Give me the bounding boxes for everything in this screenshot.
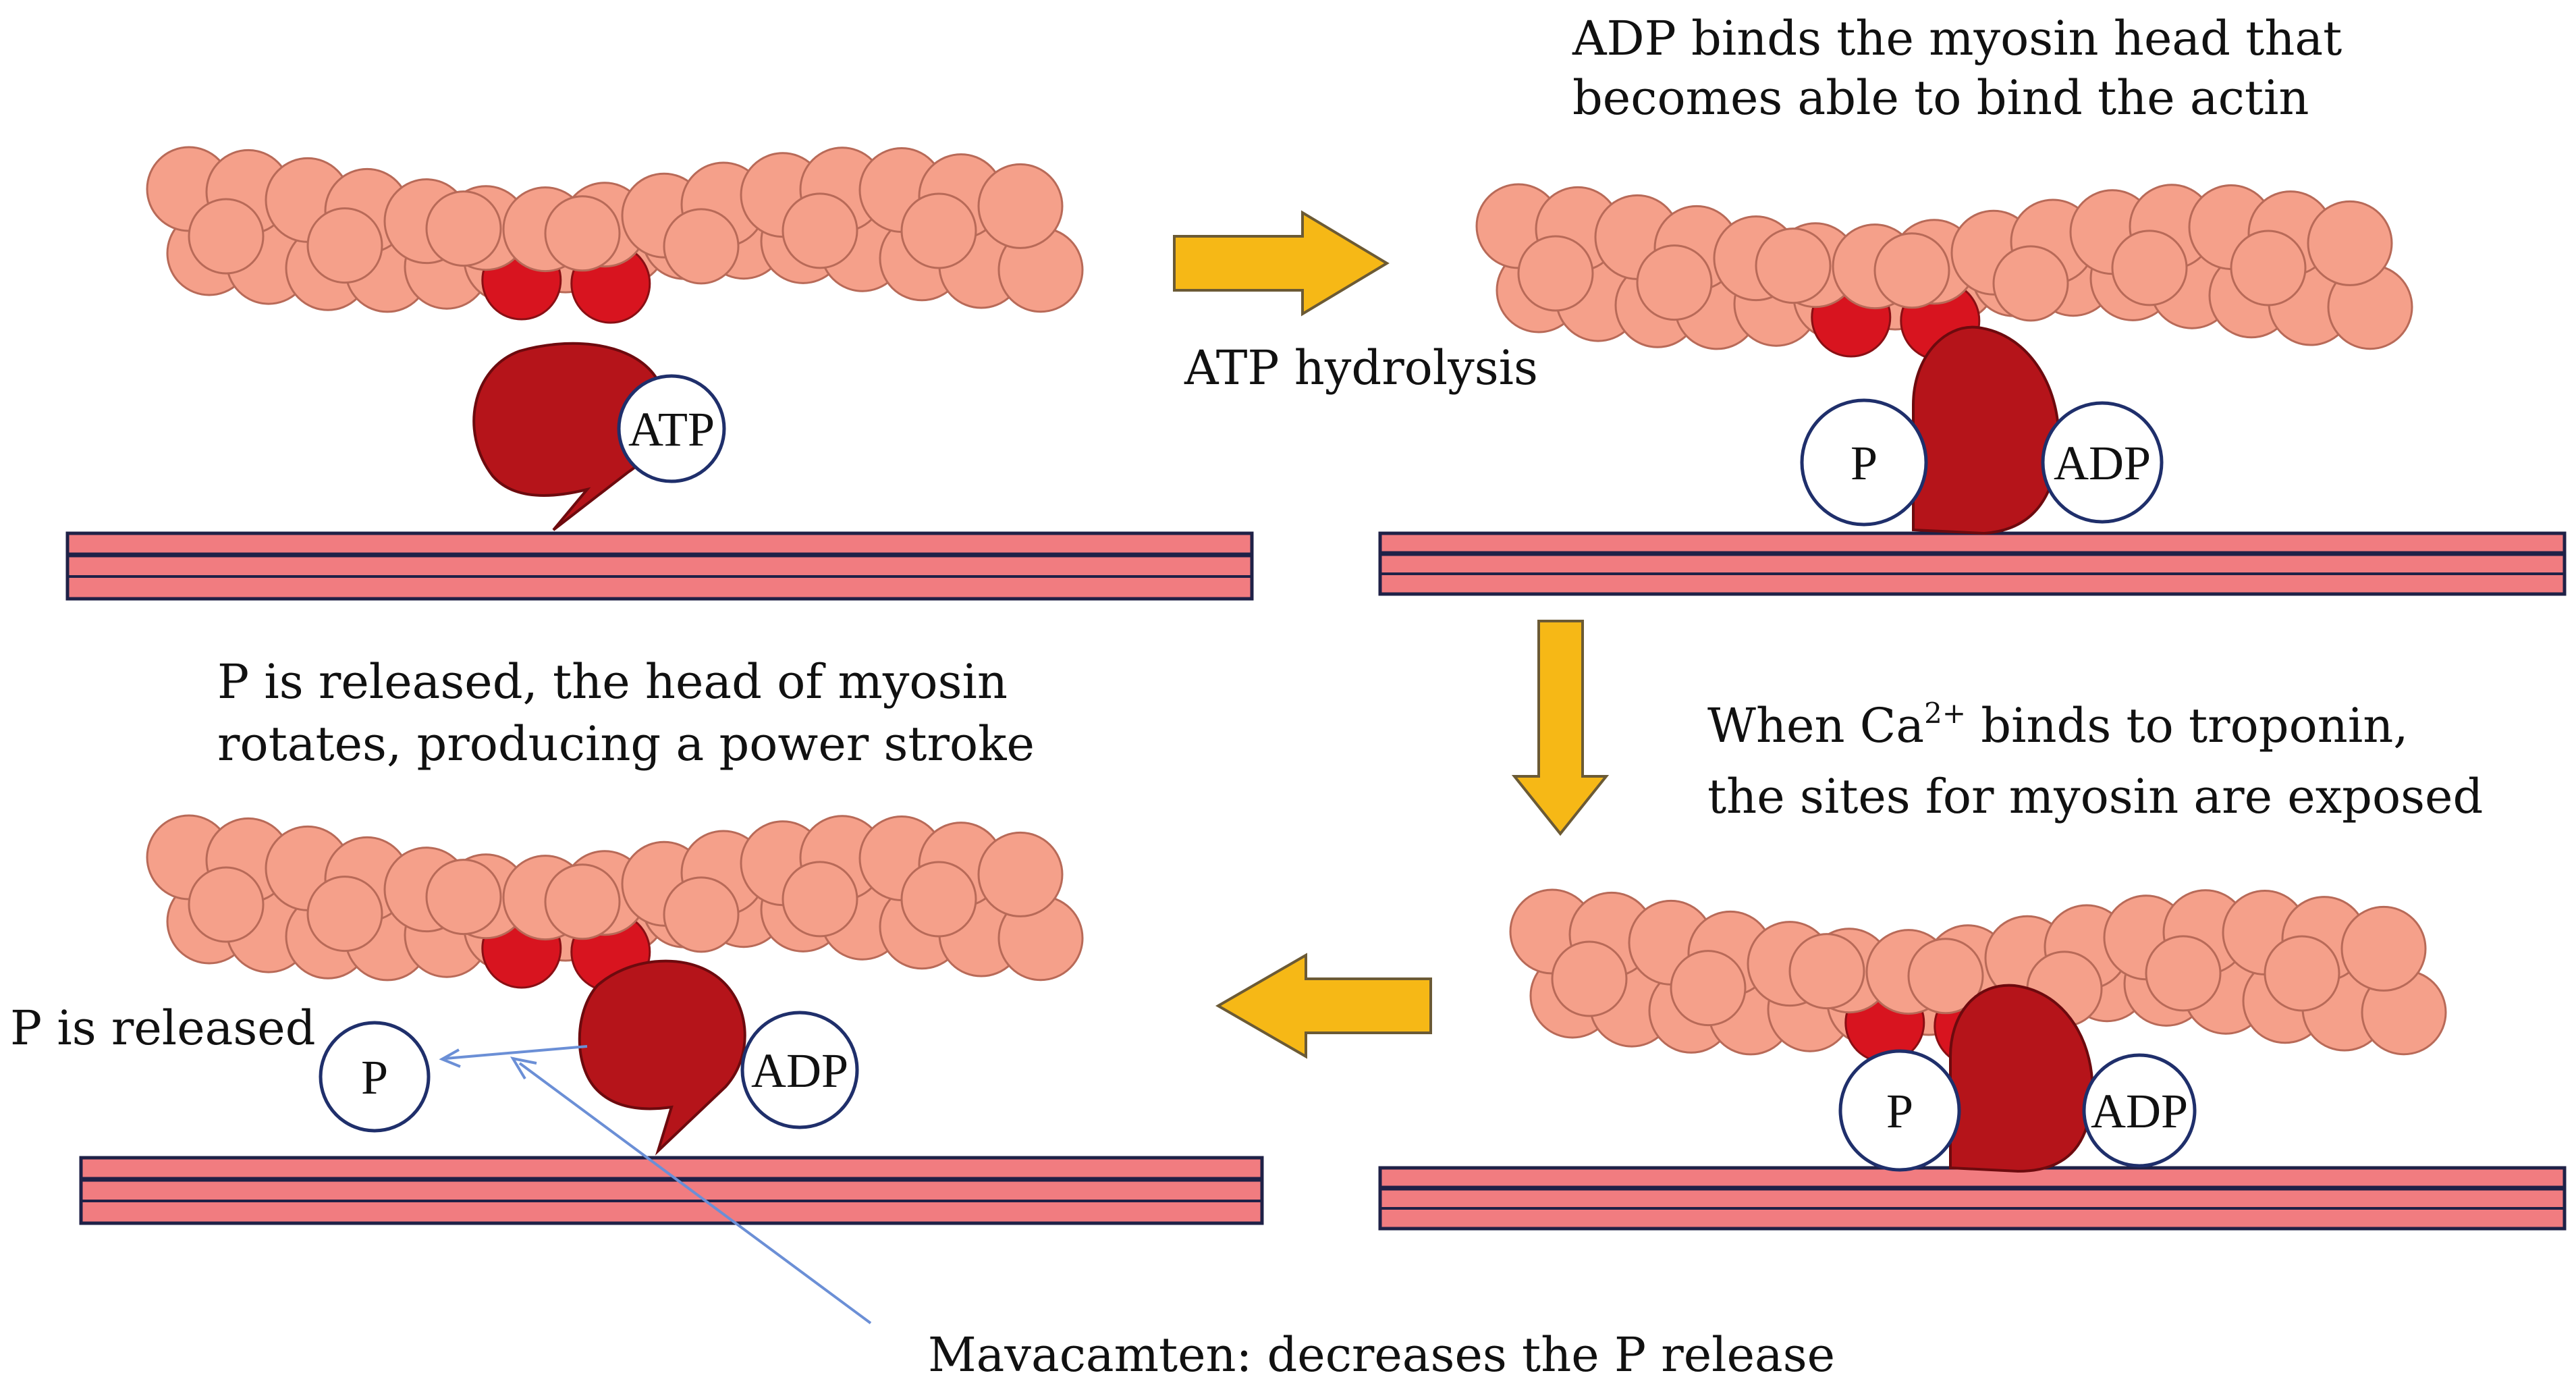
thick-filament-icon (1378, 1166, 2567, 1231)
actin-bead (2145, 935, 2222, 1012)
actin-bead (425, 859, 502, 936)
adp-label: ADP (2054, 436, 2151, 490)
myosin-head-icon (1912, 325, 2060, 535)
actin-filament-icon (1509, 888, 2447, 1067)
actin-bead (782, 192, 858, 269)
actin-bead (1670, 950, 1747, 1027)
myosin-head-icon (578, 959, 746, 1156)
power-stroke-caption-line-2: rotates, producing a power stroke (217, 716, 1035, 772)
adp-label: ADP (2091, 1084, 2188, 1138)
panel-4-power-stroke: ADP P (79, 814, 1264, 1324)
actin-bead (1551, 940, 1628, 1017)
actin-bead (188, 866, 265, 943)
actin-bead (977, 831, 1064, 917)
thick-filament-icon (79, 1156, 1264, 1225)
actin-bead (188, 198, 265, 275)
actin-filament-icon (1475, 183, 2413, 361)
atp-hydrolysis-label: ATP hydrolysis (1184, 340, 1538, 396)
actin-bead (2230, 230, 2307, 306)
adp-circle-icon (2082, 1053, 2197, 1168)
process-arrow-left-icon (1215, 953, 1432, 1059)
actin-bead (1517, 235, 1594, 312)
adp-label: ADP (751, 1044, 848, 1098)
actin-bead (663, 208, 740, 285)
actin-bead (2340, 905, 2427, 992)
power-stroke-caption-line-1: P is released, the head of myosin (217, 654, 1008, 709)
actin-bead (306, 207, 383, 284)
actin-bead (544, 863, 621, 940)
process-arrow-right-icon (1173, 210, 1390, 317)
phosphate-label: P (1886, 1084, 1913, 1138)
phosphate-circle-icon (1800, 398, 1928, 527)
thick-filament-icon (65, 531, 1254, 601)
calcium-caption-line-2: the sites for myosin are exposed (1707, 769, 2484, 824)
phosphate-circle-icon (319, 1021, 431, 1133)
actin-bead (1992, 245, 2069, 322)
phosphate-label: P (1851, 436, 1878, 490)
actin-bead (663, 876, 740, 953)
actin-bead (1907, 938, 1984, 1015)
actin-filament-icon (146, 814, 1084, 992)
phosphate-label: P (361, 1050, 388, 1104)
release-pointer-arrows-icon (439, 1045, 872, 1324)
calcium-superscript: 2+ (1924, 697, 1967, 730)
thick-filament-icon (1378, 531, 2567, 596)
adp-circle-icon (2041, 401, 2164, 524)
panel-2-adp-p-bound: P ADP (1378, 183, 2567, 596)
actin-bead (782, 861, 858, 938)
p-is-released-label: P is released (10, 1000, 316, 1056)
process-arrow-down-icon (1511, 620, 1610, 836)
adp-binds-caption-line-2: becomes able to bind the actin (1572, 70, 2309, 126)
atp-label: ATP (628, 402, 715, 456)
atp-circle-icon (617, 374, 726, 483)
actin-filament-icon (146, 146, 1084, 324)
actin-bead (1755, 227, 1832, 304)
actin-bead (1636, 244, 1713, 321)
myosin-head-icon (1949, 984, 2094, 1173)
actin-bead (425, 190, 502, 267)
calcium-caption-post: binds to troponin, (1966, 698, 2409, 753)
actin-bead (2264, 935, 2340, 1012)
actin-bead (977, 163, 1064, 249)
actin-bead (900, 861, 977, 938)
actin-bead (2111, 230, 2188, 306)
actin-bead (1788, 933, 1865, 1010)
mavacamten-caption: Mavacamten: decreases the P release (928, 1327, 1836, 1383)
panel-3-sites-exposed: P ADP (1378, 888, 2567, 1231)
panel-1-atp-bound: ATP (65, 146, 1254, 601)
calcium-caption-pre: When Ca (1707, 698, 1925, 753)
actin-bead (2307, 200, 2393, 286)
adp-circle-icon (740, 1011, 859, 1129)
adp-binds-caption-line-1: ADP binds the myosin head that (1572, 11, 2342, 66)
actin-bead (1873, 232, 1950, 309)
actin-bead (544, 195, 621, 272)
actin-bead (900, 192, 977, 269)
actin-bead (306, 876, 383, 953)
phosphate-circle-icon (1838, 1049, 1961, 1172)
calcium-caption-line-1: When Ca2+ binds to troponin, (1707, 695, 2409, 756)
